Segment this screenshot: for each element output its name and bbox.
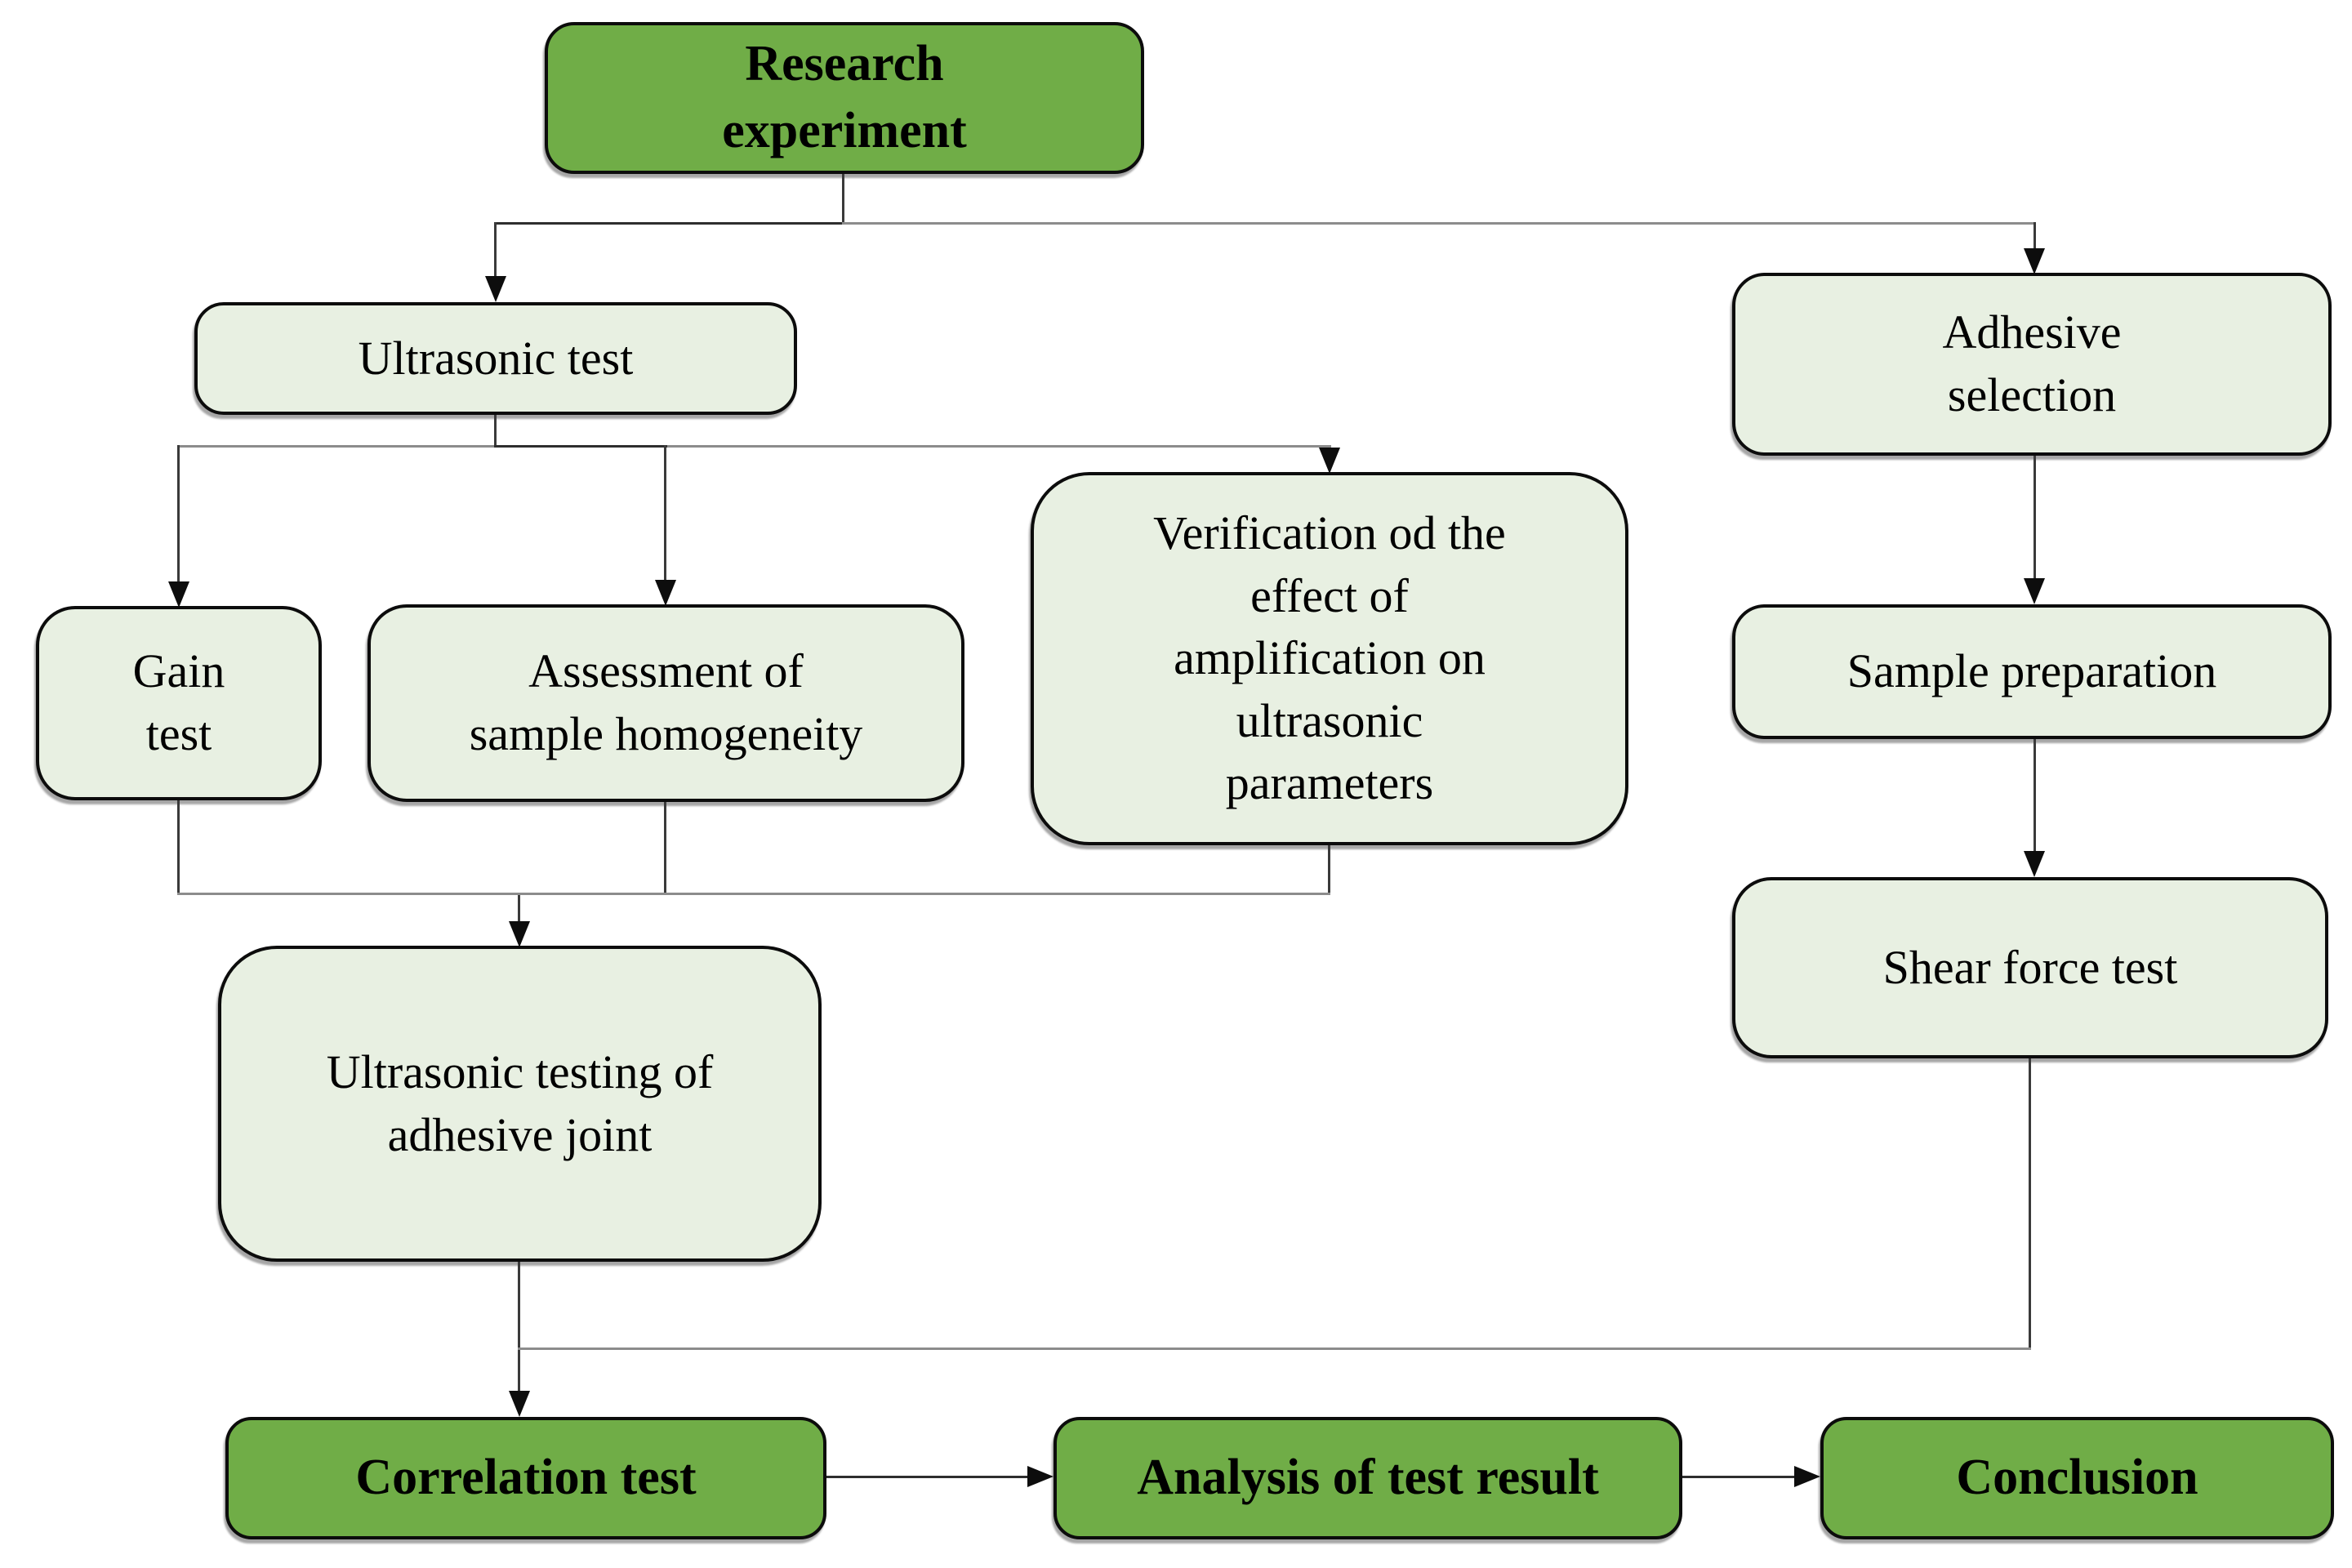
arrow-into-analysis [1027,1466,1054,1487]
connector-assessment-down [664,802,666,895]
arrow-into-gain-test [168,581,189,608]
node-verification-label: Verification od the effect of amplificat… [1153,506,1506,810]
node-correlation-test-label: Correlation test [355,1450,697,1506]
connector-to-adhesive-selection [2034,222,2036,250]
arrow-into-ultrasonic-test [485,276,506,302]
connector-verification-down [1328,845,1330,895]
connector-to-sample-preparation [2034,456,2036,580]
connector-mid-branch [177,445,1331,448]
node-analysis-of-test-result: Analysis of test result [1054,1417,1682,1539]
node-gain-test-label: Gain test [132,644,225,760]
connector-to-shear-force-test [2034,739,2036,853]
node-assessment-label: Assessment of sample homogeneity [469,644,863,760]
node-ultrasonic-testing-joint-label: Ultrasonic testing of adhesive joint [326,1045,714,1161]
connector-merge-line [177,893,1330,895]
node-sample-preparation: Sample preparation [1732,604,2332,739]
node-research-experiment: Research experiment [545,22,1144,174]
connector-shear-down [2029,1058,2031,1350]
connector-mid-branch-dark-segment [494,445,667,448]
arrow-into-shear-force-test [2024,851,2045,877]
arrow-into-assessment [655,580,676,606]
arrow-into-conclusion [1794,1466,1820,1487]
node-gain-test: Gain test [36,606,322,800]
arrow-into-sample-preparation [2024,578,2045,604]
node-ultrasonic-test: Ultrasonic test [194,302,797,415]
connector-to-correlation-test [518,1350,520,1392]
connector-to-ultrasonic-test [494,222,497,278]
connector-to-gain-test [177,445,180,581]
connector-analysis-to-conclusion [1682,1476,1796,1478]
connector-bottom-merge-line [518,1348,2031,1350]
arrow-into-correlation-test [509,1391,530,1417]
connector-correlation-to-analysis [826,1476,1029,1478]
connector-top-branch-right [842,222,2036,225]
arrow-into-ultrasonic-testing-joint [509,921,530,947]
arrow-into-adhesive-selection [2024,248,2045,274]
node-assessment-of-sample-homogeneity: Assessment of sample homogeneity [368,604,964,802]
node-sample-preparation-label: Sample preparation [1846,644,2217,698]
node-analysis-label: Analysis of test result [1137,1450,1599,1506]
connector-ultrasonic-stem [494,415,497,448]
node-verification-of-amplification: Verification od the effect of amplificat… [1031,472,1628,845]
connector-research-stem [842,174,844,224]
connector-gain-test-down [177,800,180,895]
node-conclusion: Conclusion [1820,1417,2334,1539]
node-correlation-test: Correlation test [225,1417,826,1539]
connector-joint-down [518,1262,520,1350]
node-shear-force-test: Shear force test [1732,877,2328,1058]
node-shear-force-test-label: Shear force test [1882,940,2178,994]
connector-to-assessment [664,445,666,580]
node-adhesive-selection-label: Adhesive selection [1942,305,2122,421]
arrow-into-verification [1319,448,1340,474]
node-ultrasonic-test-label: Ultrasonic test [358,331,634,385]
node-ultrasonic-testing-of-adhesive-joint: Ultrasonic testing of adhesive joint [218,946,822,1262]
node-conclusion-label: Conclusion [1956,1450,2198,1506]
connector-to-ultrasonic-testing-joint [518,895,520,923]
node-adhesive-selection: Adhesive selection [1732,273,2332,456]
node-research-experiment-label: Research experiment [722,36,967,158]
connector-top-branch-left [494,222,844,225]
